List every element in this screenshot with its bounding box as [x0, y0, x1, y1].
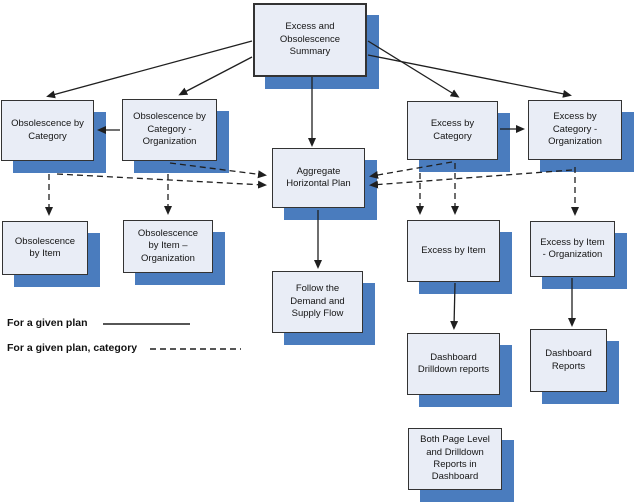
box-obsolescence-by-category: Obsolescence by Category [1, 100, 94, 161]
dashed-arrow-obsolescence-org-to-aggregate [169, 162, 267, 179]
box-dashboard-drilldown-reports: Dashboard Drilldown reports [407, 333, 500, 395]
arrow-summary-to-obsolescence-by-category-organization [178, 56, 253, 96]
box-label: Both Page Level and Drilldown Reports in… [420, 434, 490, 483]
box-label: Excess by Item - Organization [540, 236, 605, 260]
box-label: Excess by Item [421, 244, 486, 256]
box-label: Obsolescence by Category - Organization [133, 111, 206, 148]
box-obsolescence-by-item-organization: Obsolescence by Item – Organization [123, 220, 213, 273]
box-excess-by-category: Excess by Category [407, 101, 498, 160]
legend-for-a-given-plan: For a given plan [7, 317, 88, 329]
box-label: Follow the Demand and Supply Flow [290, 283, 345, 320]
box-label: Excess by Category [430, 118, 475, 142]
box-excess-by-category-organization: Excess by Category - Organization [528, 100, 622, 160]
box-excess-and-obsolescence-summary: Excess and Obsolescence Summary [253, 3, 367, 77]
box-obsolescence-by-category-organization: Obsolescence by Category - Organization [122, 99, 217, 161]
box-label: Dashboard Drilldown reports [417, 351, 490, 375]
box-label: Obsolescence by Category [11, 118, 84, 142]
box-label: Obsolescence by Item [14, 235, 76, 259]
arrow-excess-by-item-to-dashboard-drilldown [450, 282, 459, 330]
box-obsolescence-by-item: Obsolescence by Item [2, 221, 88, 275]
box-excess-by-item: Excess by Item [407, 220, 500, 282]
box-label: Excess and Obsolescence Summary [279, 21, 341, 58]
dashed-arrow-excess-category-to-aggregate [369, 161, 453, 179]
arrow-summary-to-excess-by-category-organization [367, 54, 572, 98]
box-label: Excess by Category - Organization [548, 111, 602, 148]
box-label: Dashboard Reports [545, 348, 592, 372]
dashed-arrow-excess-org-to-aggregate [369, 169, 573, 189]
legend-for-a-given-plan-category: For a given plan, category [7, 342, 138, 354]
box-label: Obsolescence by Item – Organization [137, 227, 199, 264]
box-follow-the-demand-and-supply-flow: Follow the Demand and Supply Flow [272, 271, 363, 333]
arrow-summary-to-obsolescence-by-category [46, 40, 253, 99]
dashed-arrow-obsolescence-category-to-aggregate [56, 173, 267, 189]
arrow-summary-to-excess-by-category [367, 40, 460, 98]
box-both-page-level-and-drilldown-reports-in-dashboard: Both Page Level and Drilldown Reports in… [408, 428, 502, 490]
box-label: Aggregate Horizontal Plan [286, 165, 351, 189]
box-excess-by-item-organization: Excess by Item - Organization [530, 221, 615, 277]
box-aggregate-horizontal-plan: Aggregate Horizontal Plan [272, 148, 365, 208]
box-dashboard-reports: Dashboard Reports [530, 329, 607, 392]
